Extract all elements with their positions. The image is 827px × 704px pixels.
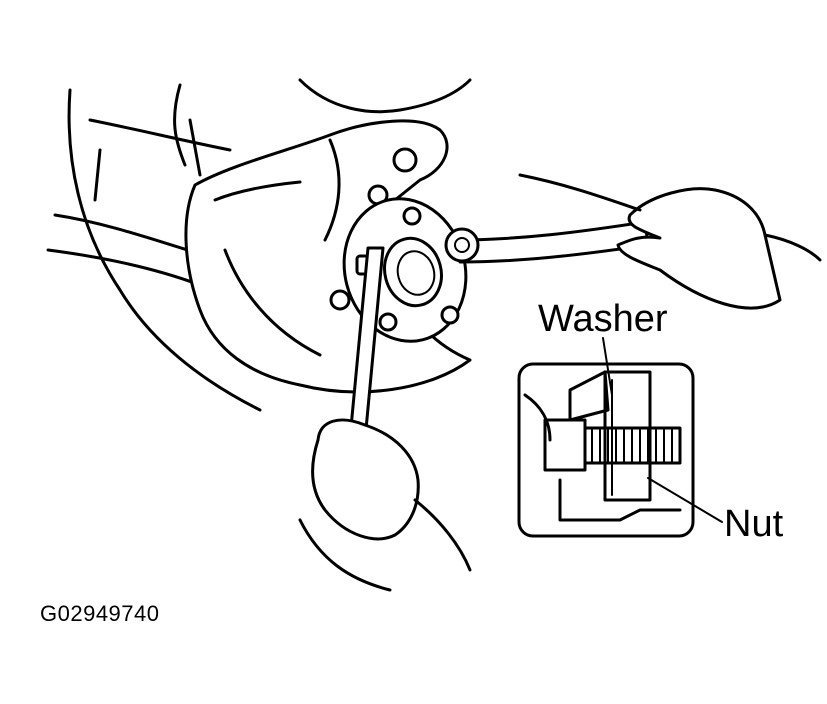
wrench-tool <box>444 220 650 264</box>
figure-code: G02949740 <box>40 601 160 626</box>
nut-label: Nut <box>724 503 784 545</box>
washer-leader-line <box>602 337 613 396</box>
vehicle-body-outline <box>46 78 472 412</box>
nut-leader-line <box>647 477 723 523</box>
hub-bolt-top <box>402 206 422 226</box>
left-hand <box>298 418 472 592</box>
right-hand <box>518 173 822 310</box>
hub-bolt-bottom <box>378 312 398 332</box>
hub-bolt-right <box>440 305 460 325</box>
inset-detail-box <box>517 362 695 538</box>
washer-label: Washer <box>538 298 668 340</box>
